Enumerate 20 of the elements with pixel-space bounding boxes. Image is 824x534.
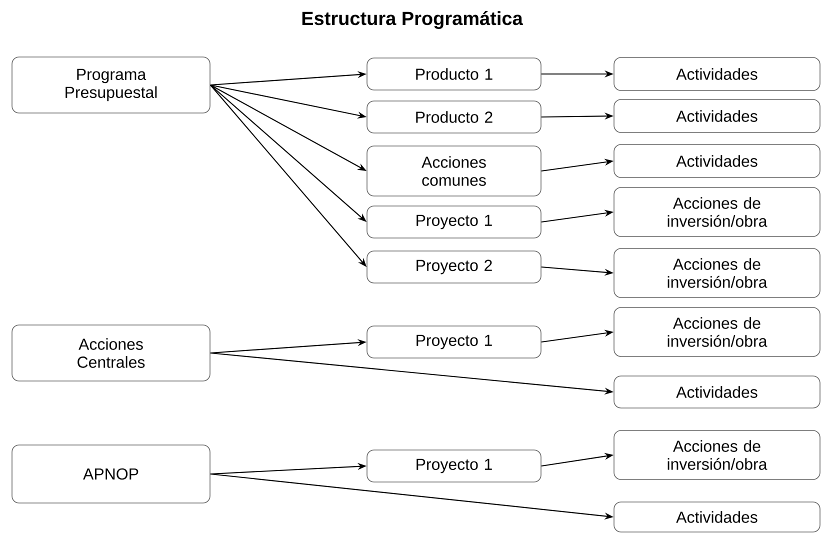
process-box: Programa Presupuestal: [12, 56, 210, 114]
process-box: Actividades: [614, 144, 820, 178]
process-box: Proyecto 1: [366, 326, 542, 358]
title: Estructura Programática: [302, 11, 523, 29]
process-box: Actividades: [614, 376, 820, 408]
process-box: Actividades: [614, 57, 820, 91]
process-box: Acciones de inversión/obra: [614, 187, 820, 237]
process-box: Actividades: [614, 502, 820, 532]
process-box: APNOP: [12, 444, 210, 504]
process-box: Acciones de inversión/obra: [614, 307, 820, 357]
process-box: Proyecto 1: [366, 206, 542, 238]
process-box: Acciones de inversión/obra: [614, 248, 820, 298]
process-box: Proyecto 2: [366, 250, 542, 284]
process-box: Acciones de inversión/obra: [614, 430, 820, 480]
process-box: Acciones Centrales: [12, 324, 210, 382]
process-box: Actividades: [614, 99, 820, 133]
process-box: Proyecto 1: [366, 450, 542, 482]
process-box: Producto 1: [366, 58, 542, 90]
process-box: Producto 2: [366, 100, 542, 134]
process-box: Acciones comunes: [366, 146, 542, 196]
